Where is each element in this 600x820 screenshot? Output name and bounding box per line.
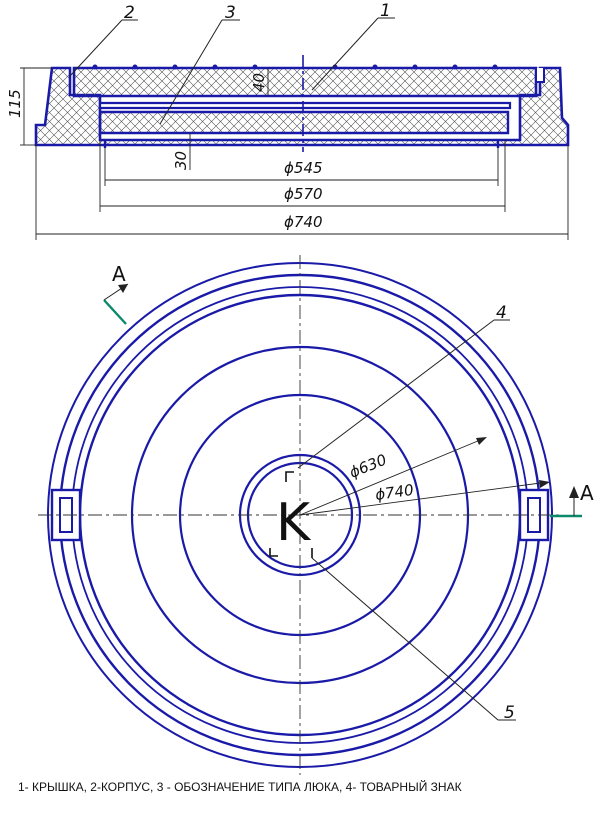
section-view: 1 2 3 115 40 30 ϕ545 ϕ570 ϕ740 [6,1,570,240]
dim-40-value: 40 [250,73,268,92]
leader-3 [159,19,223,125]
dim-740-value: ϕ740 [284,213,323,231]
leader-2 [69,19,123,77]
dim-630-arrow [476,437,487,445]
cut-arrow-left-head [118,284,128,293]
lid-top-bumps [92,64,498,70]
logo-corner-top [285,471,294,482]
cut-arrow-right-head [569,486,579,498]
plan-label-4: 4 [496,303,507,323]
cut-marker-left [103,299,127,325]
dim-30-value: 30 [172,151,190,170]
dim-740-leader [299,481,549,516]
section-label-3: 3 [225,3,236,23]
leader-5 [311,557,499,721]
dim-545-value: ϕ545 [284,159,323,177]
lid-section [72,66,538,98]
section-label-1: 1 [380,1,391,21]
lid-notch [535,68,545,83]
plan-view: A A 4 5 ϕ630 ϕ740 K [38,255,594,775]
plan-label-5: 5 [504,703,515,723]
section-letter-right: A [580,481,594,505]
logo-corner-bottom-left [269,548,278,557]
dim-740-plan-value: ϕ740 [374,481,415,504]
lid-lower-plate [98,101,512,110]
dim-115-value: 115 [6,89,24,118]
dim-630-leader [299,437,486,516]
leader-4 [297,319,495,469]
leader-1 [311,17,379,91]
dim-570-value: ϕ570 [284,185,323,203]
section-label-2: 2 [124,3,135,23]
legend-caption: 1- КРЫШКА, 2-КОРПУС, 3 - ОБОЗНАЧЕНИЕ ТИП… [18,780,462,794]
dim-740-arrow [539,480,550,488]
section-letter-left: A [112,262,126,286]
trademark-logo: K [276,493,312,553]
lid-rib [98,110,510,135]
dim-630-plan-value: ϕ630 [347,451,389,482]
